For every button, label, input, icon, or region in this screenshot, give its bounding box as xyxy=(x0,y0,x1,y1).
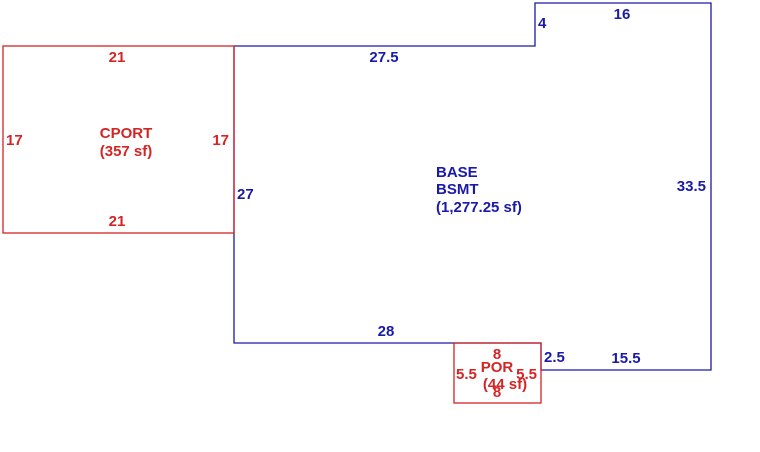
carport-area: (357 sf) xyxy=(100,143,153,160)
base-dim-notch: 4 xyxy=(538,15,547,32)
base-dim-bottom: 28 xyxy=(378,323,395,340)
porch-dim-top: 8 xyxy=(493,346,501,363)
base-dim-top-right: 16 xyxy=(614,6,631,23)
base-dim-step: 2.5 xyxy=(544,349,565,366)
carport-dim-right: 17 xyxy=(212,132,229,149)
porch-outline xyxy=(453,342,542,404)
base-name: BASE xyxy=(436,164,478,181)
porch-dim-bottom: 8 xyxy=(493,384,501,401)
carport-dim-top: 21 xyxy=(109,49,126,66)
carport-name: CPORT xyxy=(100,125,153,142)
base-subname: BSMT xyxy=(436,181,479,198)
porch-area: (44 sf) xyxy=(483,376,527,393)
base-dim-lower-right: 15.5 xyxy=(611,350,640,367)
base-outline xyxy=(233,2,712,371)
base-area: (1,277.25 sf) xyxy=(436,199,522,216)
base-dim-right: 33.5 xyxy=(677,178,706,195)
carport-dim-left: 17 xyxy=(6,132,23,149)
porch-dim-right: 5.5 xyxy=(516,366,537,383)
porch-dim-left: 5.5 xyxy=(456,366,477,383)
carport-dim-bottom: 21 xyxy=(109,213,126,230)
base-dim-left: 27 xyxy=(237,186,254,203)
porch-name: POR xyxy=(481,359,514,376)
base-dim-top-left: 27.5 xyxy=(369,49,398,66)
carport-outline xyxy=(2,45,235,234)
